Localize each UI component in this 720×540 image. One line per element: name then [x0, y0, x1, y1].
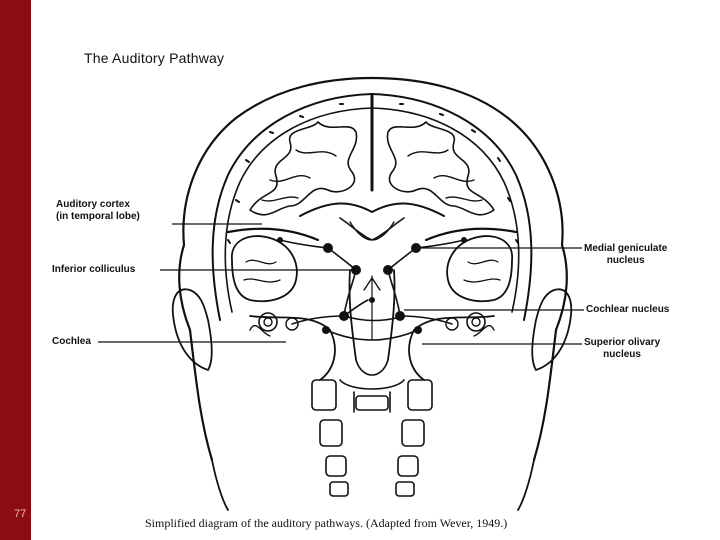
left-cochlear-nucleus: [339, 311, 349, 321]
corpus-callosum: [300, 203, 444, 216]
label-medial-geniculate-line2: nucleus: [584, 255, 667, 267]
right-superior-olivary: [414, 326, 422, 334]
label-superior-olivary-line1: Superior olivary: [584, 337, 660, 349]
label-medial-geniculate: Medial geniculate nucleus: [584, 243, 667, 267]
left-temporal-lobe: [232, 236, 297, 301]
label-superior-olivary-line2: nucleus: [584, 349, 660, 361]
left-superior-olivary: [322, 326, 330, 334]
right-inferior-colliculus: [383, 265, 393, 275]
label-inferior-colliculus: Inferior colliculus: [52, 264, 135, 276]
spine: [312, 380, 432, 496]
ventricles: [350, 222, 394, 240]
left-medial-geniculate: [323, 243, 333, 253]
figure-caption: Simplified diagram of the auditory pathw…: [145, 516, 507, 531]
leader-lines: [98, 224, 584, 344]
left-inferior-colliculus: [351, 265, 361, 275]
label-auditory-cortex-line1: Auditory cortex: [56, 199, 140, 211]
right-temporal-lobe: [447, 236, 512, 301]
label-cochlea: Cochlea: [52, 336, 91, 348]
label-medial-geniculate-line1: Medial geniculate: [584, 243, 667, 255]
label-auditory-cortex: Auditory cortex (in temporal lobe): [56, 199, 140, 223]
right-medial-geniculate: [411, 243, 421, 253]
label-superior-olivary: Superior olivary nucleus: [584, 337, 660, 361]
label-cochlear-nucleus: Cochlear nucleus: [586, 304, 669, 316]
label-auditory-cortex-line2: (in temporal lobe): [56, 211, 140, 223]
right-cochlear-nucleus: [395, 311, 405, 321]
neck: [212, 460, 534, 510]
